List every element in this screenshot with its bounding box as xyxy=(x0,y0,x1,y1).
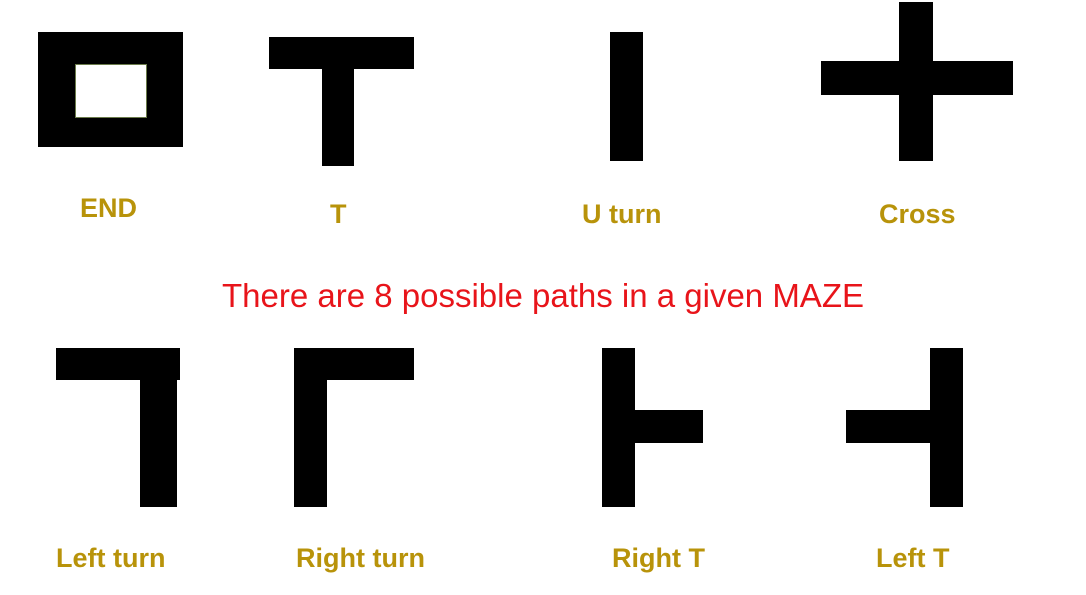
left-t-junction-icon xyxy=(846,348,963,507)
cross-junction-icon xyxy=(821,2,1013,161)
path-label-cross: Cross xyxy=(879,199,956,229)
headline: There are 8 possible paths in a given MA… xyxy=(221,277,864,314)
u-turn-bar-icon xyxy=(610,32,643,161)
path-label-left-turn: Left turn xyxy=(56,543,166,573)
path-label-right-t: Right T xyxy=(612,543,705,573)
path-label-u-turn: U turn xyxy=(582,199,662,229)
path-label-right-turn: Right turn xyxy=(296,543,425,573)
end-square-icon xyxy=(38,32,183,147)
path-label-end: END xyxy=(80,193,138,223)
right-t-junction-icon xyxy=(602,348,703,507)
path-label-left-t: Left T xyxy=(876,543,950,573)
t-junction-icon xyxy=(269,37,414,166)
path-label-t: T xyxy=(330,199,347,229)
left-turn-icon xyxy=(56,348,180,507)
right-turn-icon xyxy=(294,348,414,507)
